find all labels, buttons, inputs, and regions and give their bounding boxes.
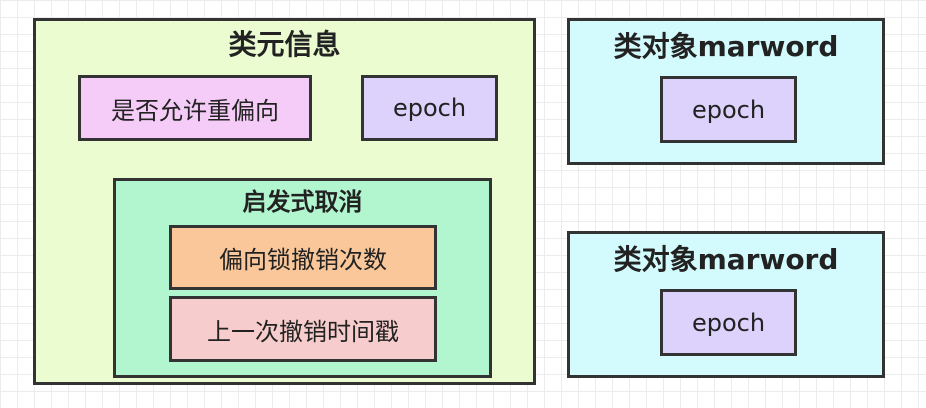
bias-allowed-box: 是否允许重偏向 (78, 75, 312, 141)
bias-revoke-count-box: 偏向锁撤销次数 (169, 225, 437, 290)
class-meta-box: 类元信息 是否允许重偏向 epoch 启发式取消 偏向锁撤销次数 上一次撤销时间… (33, 18, 536, 385)
heuristic-revoke-box: 启发式取消 偏向锁撤销次数 上一次撤销时间戳 (113, 178, 492, 378)
class-markword-epoch-box: epoch (660, 76, 797, 143)
last-revoke-timestamp-label: 上一次撤销时间戳 (207, 317, 399, 346)
last-revoke-timestamp-box: 上一次撤销时间戳 (169, 296, 437, 362)
class-markword-title: 类对象marword (613, 243, 839, 276)
class-markword-epoch-label: epoch (691, 308, 766, 337)
class-meta-title: 类元信息 (228, 28, 341, 61)
heuristic-revoke-title: 启发式取消 (242, 188, 363, 216)
bias-revoke-count-label: 偏向锁撤销次数 (219, 246, 387, 274)
class-markword-box: 类对象marword epoch (567, 231, 885, 378)
class-markword-title: 类对象marword (613, 30, 839, 63)
class-meta-epoch-box: epoch (361, 75, 498, 141)
bias-allowed-label: 是否允许重偏向 (111, 96, 279, 125)
class-meta-epoch-label: epoch (392, 94, 467, 122)
class-markword-epoch-box: epoch (660, 289, 797, 356)
class-markword-epoch-label: epoch (691, 95, 766, 124)
class-markword-box: 类对象marword epoch (567, 18, 885, 165)
